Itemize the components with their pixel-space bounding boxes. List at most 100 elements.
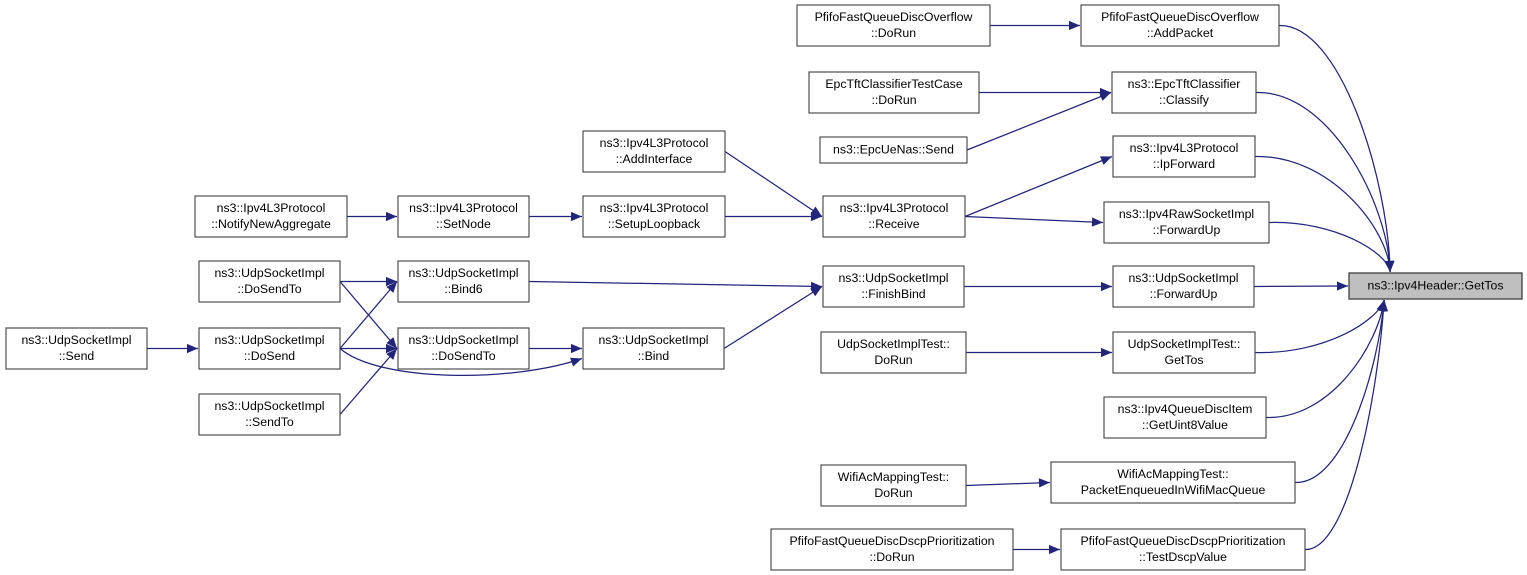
node-label-line2: ::Receive [868,217,919,231]
node-ns3-udpsocketimpl-bind[interactable]: ns3::UdpSocketImpl::Bind [582,327,725,370]
node-box[interactable] [198,393,341,436]
node-box[interactable] [582,327,725,370]
arrowhead [386,343,397,354]
node-box[interactable] [1112,265,1255,308]
node-pfifofastqueuediscoverflow-dorun[interactable]: PfifoFastQueueDiscOverflow::DoRun [796,4,991,47]
edge-n1-to-n16 [1278,24,1391,273]
node-box[interactable] [582,195,726,238]
node-epctftclassifiertestcase-dorun[interactable]: EpcTftClassifierTestCase::DoRun [808,71,980,114]
node-ns3-ipv4l3protocol-ipforward[interactable]: ns3::Ipv4L3Protocol::IpForward [1112,135,1256,178]
node-label-line1: ns3::Ipv4RawSocketImpl [1119,207,1254,221]
edge-n22-to-n16 [1254,299,1385,354]
node-box[interactable] [1080,4,1280,47]
node-box[interactable] [1103,396,1267,439]
node-label-line1: ns3::UdpSocketImpl [214,333,324,347]
node-box[interactable] [822,265,965,308]
node-ns3-udpsocketimpl-dosendto[interactable]: ns3::UdpSocketImpl::DoSendTo [198,260,341,303]
node-label-line2: ::DoSend [244,349,295,363]
node-label-line1: ns3::UdpSocketImpl [408,266,518,280]
node-label-line2: ::Send [59,349,95,363]
node-ns3-ipv4l3protocol-addinterface[interactable]: ns3::Ipv4L3Protocol::AddInterface [582,130,726,173]
node-box[interactable] [770,528,1014,571]
node-layer: PfifoFastQueueDiscOverflow::DoRunPfifoFa… [5,4,1523,571]
arrowhead [386,211,397,222]
node-ns3-ipv4l3protocol-setuploopback[interactable]: ns3::Ipv4L3Protocol::SetupLoopback [582,195,726,238]
node-pfifofastqueuediscdscpprioritization-dorun[interactable]: PfifoFastQueueDiscDscpPrioritization::Do… [770,528,1014,571]
node-label-line1: PfifoFastQueueDiscDscpPrioritization [789,534,994,548]
node-label-line1: UdpSocketImplTest:: [1128,337,1241,351]
node-box[interactable] [820,331,967,374]
node-box[interactable] [582,130,726,173]
node-label-line1: PfifoFastQueueDiscOverflow [1101,10,1259,24]
node-label-line2: ::GetUint8Value [1142,418,1228,432]
node-box[interactable] [397,260,530,303]
edge-n24-to-n16 [1265,299,1385,419]
node-box[interactable] [1060,528,1306,571]
node-ns3-ipv4header-gettos[interactable]: ns3::Ipv4Header::GetTos [1348,272,1523,300]
node-ns3-udpsocketimpl-sendto[interactable]: ns3::UdpSocketImpl::SendTo [198,393,341,436]
edge-n18-to-n13 [339,281,398,349]
node-ns3-ipv4l3protocol-receive[interactable]: ns3::Ipv4L3Protocol::Receive [822,195,966,238]
node-ns3-ipv4l3protocol-setnode[interactable]: ns3::Ipv4L3Protocol::SetNode [397,195,530,238]
node-label-line2: ::SetupLoopback [608,217,701,231]
node-pfifofastqueuediscoverflow-addpacket[interactable]: PfifoFastQueueDiscOverflow::AddPacket [1080,4,1280,47]
node-box[interactable] [1111,71,1257,114]
node-pfifofastqueuediscdscpprioritization-testdscpvalue[interactable]: PfifoFastQueueDiscDscpPrioritization::Te… [1060,528,1306,571]
node-udpsocketimpltest-gettos[interactable]: UdpSocketImplTest::GetTos [1112,331,1256,374]
arrowhead [1384,260,1394,272]
edge-layer [147,20,1395,555]
node-ns3-udpsocketimpl-finishbind[interactable]: ns3::UdpSocketImpl::FinishBind [822,265,965,308]
node-box[interactable] [820,464,967,507]
node-box[interactable] [194,195,348,238]
node-label-line1: ns3::UdpSocketImpl [598,333,708,347]
node-label-line1: WifiAcMappingTest:: [1117,467,1228,481]
node-label-line2: ::AddInterface [616,152,693,166]
arrowhead [1336,281,1348,291]
arrowhead [570,357,582,367]
node-label-line1: ns3::Ipv4L3Protocol [1130,141,1239,155]
node-box[interactable] [1103,201,1270,244]
node-box[interactable] [1112,135,1256,178]
node-wifiacmappingtest-packetenqueuedinwifimacqueue[interactable]: WifiAcMappingTest::PacketEnqueuedInWifiM… [1050,461,1296,504]
node-box[interactable] [819,136,968,164]
node-label-line1: UdpSocketImplTest:: [837,337,950,351]
node-label-line1: ns3::Ipv4L3Protocol [600,136,709,150]
node-ns3-ipv4l3protocol-notifynewaggregate[interactable]: ns3::Ipv4L3Protocol::NotifyNewAggregate [194,195,348,238]
node-udpsocketimpltest-dorun[interactable]: UdpSocketImplTest::DoRun [820,331,967,374]
node-box[interactable] [397,195,530,238]
node-box[interactable] [1112,331,1256,374]
node-ns3-epctftclassifier-classify[interactable]: ns3::EpcTftClassifier::Classify [1111,71,1257,114]
arrowhead [386,337,397,349]
arrowhead [386,348,397,360]
node-label-line2: ::DoRun [871,26,916,40]
node-box[interactable] [397,327,530,370]
edge-n11-to-n16 [1268,221,1391,273]
node-ns3-ipv4queuediscitem-getuint8value[interactable]: ns3::Ipv4QueueDiscItem::GetUint8Value [1103,396,1267,439]
node-box[interactable] [796,4,991,47]
arrowhead [1101,281,1112,292]
node-box[interactable] [822,195,966,238]
edge-n18-to-n20 [339,348,583,377]
node-box-highlighted[interactable] [1348,272,1523,300]
node-label-line2: ::NotifyNewAggregate [211,217,331,231]
node-wifiacmappingtest-dorun[interactable]: WifiAcMappingTest::DoRun [820,464,967,507]
node-box[interactable] [5,327,148,370]
node-box[interactable] [198,327,341,370]
node-label-line1: ns3::Ipv4L3Protocol [217,201,326,215]
node-box[interactable] [808,71,980,114]
node-ns3-udpsocketimpl-bind6[interactable]: ns3::UdpSocketImpl::Bind6 [397,260,530,303]
node-ns3-udpsocketimpl-dosend[interactable]: ns3::UdpSocketImpl::DoSend [198,327,341,370]
node-box[interactable] [1050,461,1296,504]
node-ns3-epcuenas-send[interactable]: ns3::EpcUeNas::Send [819,136,968,164]
node-ns3-ipv4rawsocketimpl-forwardup[interactable]: ns3::Ipv4RawSocketImpl::ForwardUp [1103,201,1270,244]
node-ns3-udpsocketimpl-send[interactable]: ns3::UdpSocketImpl::Send [5,327,148,370]
node-label-line1: ns3::UdpSocketImpl [408,333,518,347]
node-ns3-udpsocketimpl-forwardup[interactable]: ns3::UdpSocketImpl::ForwardUp [1112,265,1255,308]
node-box[interactable] [198,260,341,303]
node-ns3-udpsocketimpl-dosendto[interactable]: ns3::UdpSocketImpl::DoSendTo [397,327,530,370]
node-label-line1: ns3::Ipv4L3Protocol [409,201,518,215]
node-label-line1: ns3::EpcTftClassifier [1128,77,1241,91]
node-label-line2: ::DoSendTo [431,349,495,363]
edge-n3-to-n16 [1255,91,1391,273]
